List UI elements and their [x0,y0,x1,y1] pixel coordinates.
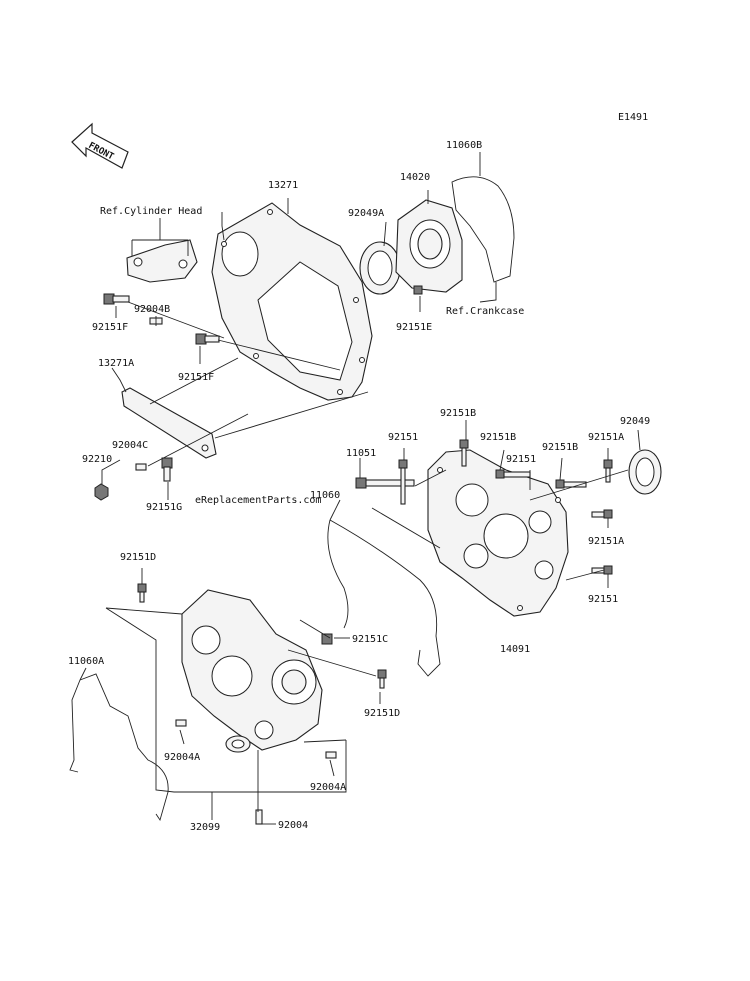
callout-92151G: 92151G [146,502,182,513]
callout-92210: 92210 [82,454,112,465]
callout-13271: 13271 [268,180,298,191]
callout-92151B-c: 92151B [542,442,578,453]
callout-92151B-a: 92151B [440,408,476,419]
callout-92049A: 92049A [348,208,384,219]
callout-92151D-a: 92151D [120,552,156,563]
callout-92151F-b: 92151F [178,372,214,383]
bolt-11051 [355,477,415,489]
leader-lines [79,152,641,825]
callout-92151A-a: 92151A [588,432,624,443]
oil-seal-bottom [225,735,251,753]
callout-14091: 14091 [500,644,530,655]
front-arrow-icon: FRONT [71,122,129,169]
gasket-11060B [451,176,515,283]
bolt-92151E [413,285,423,295]
cylinder-head-bracket [126,239,198,283]
callout-92004A-b: 92004A [310,782,346,793]
bolt-92151F-a [103,293,130,305]
callout-92151F-a: 92151F [92,322,128,333]
callout-11060A: 11060A [68,656,104,667]
diagram-id: E1491 [618,112,648,123]
callout-92049: 92049 [620,416,650,427]
cover-14091 [427,449,569,617]
callout-92004C: 92004C [112,440,148,451]
callout-92004: 92004 [278,820,308,831]
pin-92004C [135,463,147,471]
labels: Ref.Cylinder Head Ref.Crankcase 11060B 1… [68,140,650,833]
nut-92210 [94,483,109,501]
ref-crankcase-label: Ref.Crankcase [446,306,524,317]
callout-11060: 11060 [310,490,340,501]
callout-13271A: 13271A [98,358,134,369]
callout-92004A-a: 92004A [164,752,200,763]
callout-92151C: 92151C [352,634,388,645]
gasket-11060A [69,673,169,822]
callout-92151A-b: 92151A [588,536,624,547]
oil-seal-92049 [628,449,662,495]
callout-92004B: 92004B [134,304,170,315]
callout-92151E: 92151E [396,322,432,333]
callout-92151-c: 92151 [588,594,618,605]
gasket-11060 [327,519,441,677]
callout-32099: 32099 [190,822,220,833]
housing-14020 [395,199,463,293]
callout-11051: 11051 [346,448,376,459]
bracket-13271A [121,387,217,459]
callout-92151-b: 92151 [506,454,536,465]
cover-32099 [181,589,323,751]
bolt-92151-row [398,439,613,575]
bottom-bolts [137,583,387,825]
watermark: eReplacementParts.com [195,495,321,506]
oil-seal-92049A [359,241,401,295]
callout-92151-a: 92151 [388,432,418,443]
callout-92151D-b: 92151D [364,708,400,719]
bolt-92151F-b [195,333,220,345]
callout-11060B: 11060B [446,140,482,151]
bolt-92151G [161,457,173,482]
ref-cylinder-head-label: Ref.Cylinder Head [100,206,202,217]
callout-92151B-b: 92151B [480,432,516,443]
plate-13271 [211,202,373,401]
callout-14020: 14020 [400,172,430,183]
